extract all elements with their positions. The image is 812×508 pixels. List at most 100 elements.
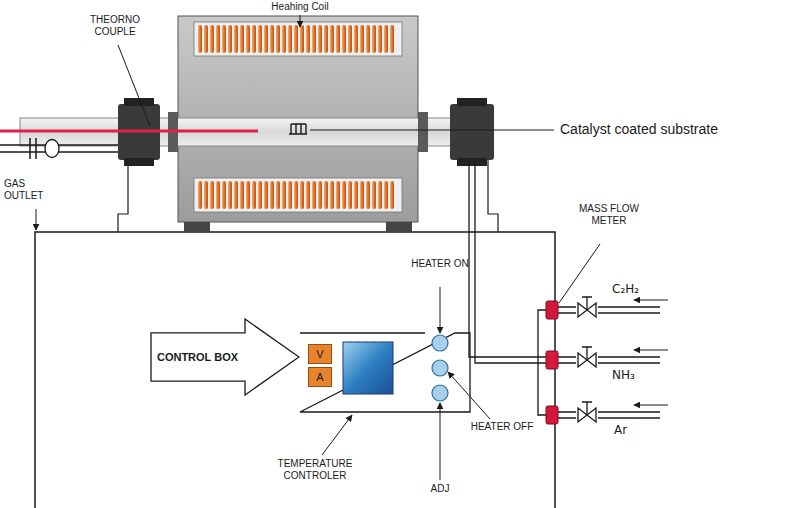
mass-flow-meter — [546, 406, 558, 424]
coil-turn — [234, 181, 238, 209]
coil-turn — [222, 25, 226, 53]
coil-turn — [288, 181, 292, 209]
button-label: ADJ — [420, 483, 460, 495]
gas-name: NH₃ — [612, 369, 672, 383]
coil-chamber — [194, 22, 402, 56]
box-outline — [309, 368, 332, 387]
coil-turn — [216, 25, 220, 53]
coil-turn — [210, 181, 214, 209]
gas-name: Ar — [614, 424, 674, 438]
coil-turn — [264, 181, 268, 209]
thermocouple-rod — [0, 130, 258, 133]
coil-turn — [378, 25, 382, 53]
display-screen — [343, 342, 393, 394]
coil-chamber — [194, 178, 402, 212]
coil-turn — [348, 25, 352, 53]
coil-turn — [276, 25, 280, 53]
gas-line — [558, 417, 660, 418]
coil-turn — [240, 25, 244, 53]
leader-arrow — [300, 15, 301, 27]
heater-on-button — [432, 335, 448, 351]
coil-turn — [300, 25, 304, 53]
leader-arrow — [440, 403, 441, 480]
gas-supply — [546, 297, 668, 424]
coil-turn — [336, 25, 340, 53]
callout-label: Catalyst coated substrate — [560, 121, 790, 137]
adjust-button — [432, 385, 448, 401]
coil-turn — [378, 181, 382, 209]
feed-pipe — [469, 160, 546, 357]
leader-line — [310, 130, 554, 131]
pipe-coupling — [45, 140, 59, 158]
part-label: GAS OUTLET — [4, 178, 62, 201]
heater-off-button — [432, 360, 448, 376]
coil-turn — [348, 181, 352, 209]
coil-turn — [258, 25, 262, 53]
coil-turn — [198, 25, 202, 53]
coil-turn — [294, 25, 298, 53]
gas-line — [558, 312, 660, 313]
coil-turn — [270, 25, 274, 53]
coil-turn — [222, 181, 226, 209]
coil-turn — [294, 181, 298, 209]
coil-turn — [324, 181, 328, 209]
coil-turn — [216, 181, 220, 209]
coil-turn — [282, 181, 286, 209]
part-label: TEMPERATURE CONTROLER — [255, 458, 375, 481]
inlet-arrow — [634, 300, 668, 301]
part-label: THEORNO COUPLE — [80, 14, 150, 37]
coil-turn — [252, 25, 256, 53]
leader-arrow — [440, 287, 441, 333]
mass-flow-meter — [546, 301, 558, 319]
coil-turn — [204, 25, 208, 53]
coil-turn — [240, 181, 244, 209]
coil-turn — [306, 181, 310, 209]
coil-turn — [312, 25, 316, 53]
seal-ring — [418, 112, 428, 152]
coil-turn — [360, 25, 364, 53]
node-label: V — [316, 348, 323, 361]
controller-panel — [300, 333, 470, 412]
coil-turn — [246, 181, 250, 209]
coil-turn — [258, 181, 262, 209]
coil-turn — [288, 25, 292, 53]
coil-turn — [360, 181, 364, 209]
coil-turn — [234, 25, 238, 53]
part-label: MASS FLOW METER — [568, 203, 650, 226]
cabinet-housing — [35, 232, 555, 508]
coil-turn — [306, 25, 310, 53]
meter-box: V — [308, 344, 332, 364]
coil-turn — [330, 25, 334, 53]
button-label: HEATER ON — [405, 258, 475, 270]
inlet-arrow — [634, 405, 668, 406]
coil-turn — [318, 181, 322, 209]
leader-line — [559, 244, 600, 303]
flange-clamp — [457, 98, 487, 106]
valve-stem — [582, 402, 592, 415]
coil-turn — [324, 25, 328, 53]
leader-arrow — [322, 415, 352, 455]
support-bracket — [118, 160, 128, 232]
coil-turn — [336, 181, 340, 209]
node-text-holder: V — [308, 344, 332, 364]
arrow-outline — [151, 319, 299, 395]
coil-turn — [372, 181, 376, 209]
control-box-arrow: CONTROL BOX — [150, 318, 300, 396]
coil-turn — [318, 25, 322, 53]
gas-name: C₂H₂ — [612, 283, 672, 297]
valve-stem — [582, 347, 592, 360]
coil-turn — [252, 181, 256, 209]
coil-turn — [204, 181, 208, 209]
coil-turn — [384, 25, 388, 53]
node-label: A — [316, 371, 323, 384]
coil-turn — [282, 25, 286, 53]
coil-turn — [330, 181, 334, 209]
coil-turn — [276, 181, 280, 209]
support-bracket — [488, 160, 498, 232]
button-label: HEATER OFF — [462, 421, 542, 433]
flange-clamp — [124, 158, 154, 166]
leader-line — [118, 45, 150, 126]
leader-arrow — [36, 209, 37, 230]
part-label: Heahing Coil — [255, 1, 345, 13]
